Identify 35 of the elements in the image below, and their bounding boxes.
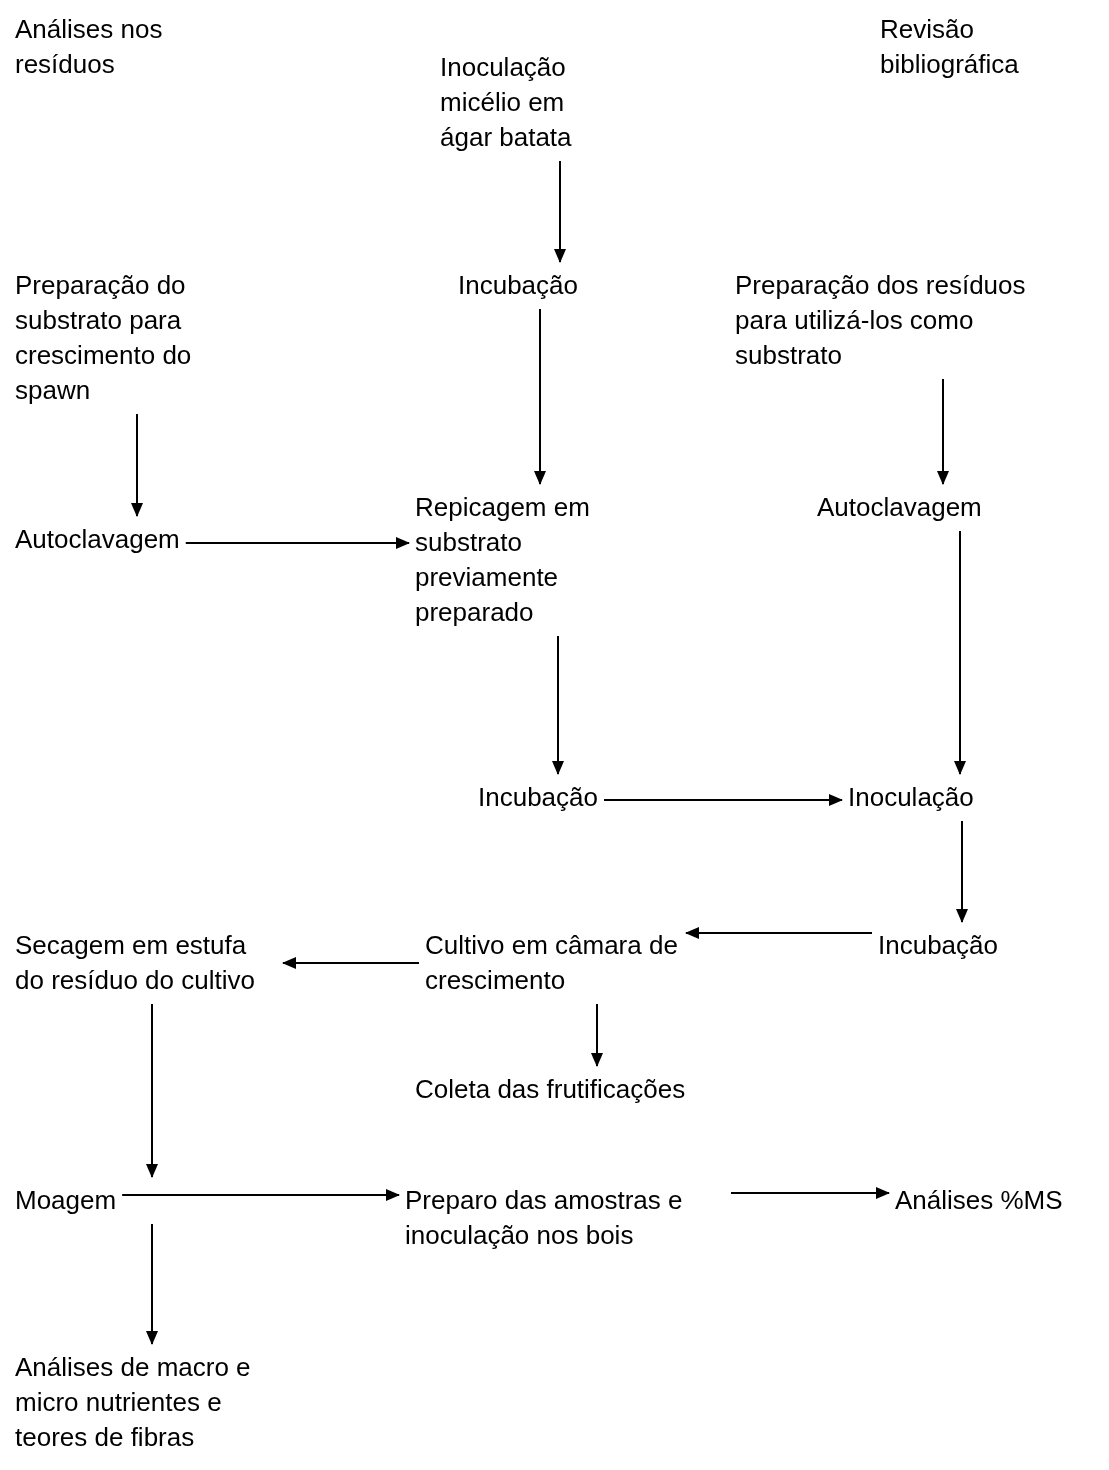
arrow	[956, 820, 968, 923]
arrow	[121, 1189, 400, 1201]
arrow	[146, 1223, 158, 1345]
step-text: Incubação	[478, 780, 598, 815]
step-text: Preparo das amostras e inoculação nos bois	[405, 1183, 725, 1253]
arrow	[730, 1187, 890, 1199]
step-text: Preparação do substrato para crescimento do spawn	[15, 268, 230, 408]
step-text: Incubação	[458, 268, 578, 303]
step-text: Autoclavagem	[15, 522, 180, 557]
step-text: Repicagem em substrato previamente preparado	[415, 490, 630, 630]
arrow	[131, 413, 143, 517]
arrow	[184, 537, 410, 549]
arrow	[954, 530, 966, 775]
step-text: Incubação	[878, 928, 998, 963]
step-text: Secagem em estufa do resíduo do cultivo	[15, 928, 277, 998]
step-text: Moagem	[15, 1183, 117, 1218]
arrow	[554, 160, 566, 263]
step-text: Inoculação	[848, 780, 974, 815]
step-text: Cultivo em câmara de crescimento	[425, 928, 680, 998]
arrow	[603, 794, 843, 806]
arrow	[146, 1003, 158, 1178]
step-text: Revisão bibliográfica	[880, 12, 1070, 82]
arrow	[282, 957, 420, 969]
step-text: Inoculação micélio em ágar batata	[440, 50, 600, 155]
step-text: Análises nos resíduos	[15, 12, 205, 82]
step-text: Preparação dos resíduos para utilizá-los como substrato	[735, 268, 1065, 373]
step-text: Análises de macro e micro nutrientes e teores de fibras	[15, 1350, 255, 1455]
arrow	[591, 1003, 603, 1067]
step-text: Autoclavagem	[817, 490, 982, 525]
arrow	[534, 308, 546, 485]
step-text: Análises %MS	[895, 1183, 1063, 1218]
arrow	[685, 927, 873, 939]
arrow	[937, 378, 949, 485]
arrow	[552, 635, 564, 775]
step-text: Coleta das frutificações	[415, 1072, 686, 1107]
